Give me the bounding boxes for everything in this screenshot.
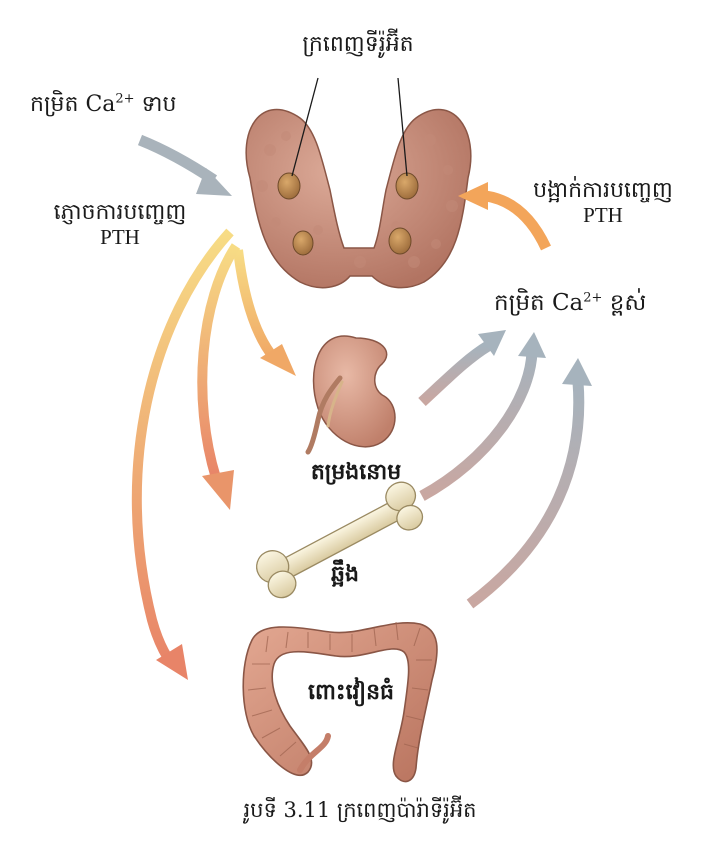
kidney — [305, 335, 396, 455]
high-calcium-suffix: ខ្ពស់ — [602, 290, 647, 316]
intestine-label-text: ពោះវៀនធំ — [307, 679, 395, 705]
arrow-intestine-to-high-ca — [466, 358, 592, 609]
high-calcium-prefix: កម្រិត Ca — [494, 290, 584, 316]
stimulate-pth-line1: ភ្ញោចការបញ្ចេញ — [53, 200, 187, 225]
inhibit-pth-line2: PTH — [583, 203, 623, 228]
parathyroid-label-text: ក្រពេញទីរ៉ូអ៊ីត — [302, 32, 414, 57]
parathyroid-gland — [395, 172, 419, 200]
parathyroid-gland — [277, 172, 301, 200]
inhibit-pth-label: បង្អាក់ការបញ្ចេញ PTH — [508, 178, 698, 227]
large-intestine — [242, 621, 438, 783]
pointer-line — [397, 77, 408, 177]
stimulate-pth-line2: PTH — [100, 225, 140, 250]
arrow-inhibit-pth — [458, 182, 551, 251]
inhibit-pth-line1: បង្អាក់ការបញ្ចេញ — [533, 178, 673, 203]
figure-caption-text: រូបទី 3.11 ក្រពេញប៉ារ៉ាទីរ៉ូអ៊ីត — [243, 798, 477, 822]
high-calcium-label: កម្រិត Ca2+ ខ្ពស់ — [494, 290, 646, 316]
arrow-pth-to-kidney — [233, 249, 296, 376]
arrow-kidney-to-high-ca — [418, 330, 506, 407]
figure-caption: រូបទី 3.11 ក្រពេញប៉ារ៉ាទីរ៉ូអ៊ីត — [160, 798, 560, 822]
bone — [256, 481, 424, 599]
high-calcium-superscript: 2+ — [583, 290, 603, 306]
low-calcium-label: កម្រិត Ca2+ ទាប — [30, 92, 176, 117]
stimulate-pth-label: ភ្ញោចការបញ្ចេញ PTH — [20, 200, 220, 249]
pointer-line — [291, 77, 319, 177]
parathyroid-gland — [292, 230, 314, 256]
arrow-low-ca-to-gland — [137, 134, 232, 196]
parathyroid-gland — [388, 227, 412, 255]
arrow-bone-to-high-ca — [419, 332, 546, 501]
arrow-pth-to-bone — [197, 243, 241, 510]
bone-label-text: ឆ្អឹង — [331, 561, 359, 587]
low-calcium-prefix: កម្រិត Ca — [30, 92, 116, 117]
low-calcium-superscript: 2+ — [115, 91, 135, 107]
low-calcium-suffix: ទាប — [134, 92, 177, 117]
kidney-label: តម្រងនោម — [286, 459, 426, 485]
kidney-label-text: តម្រងនោម — [310, 459, 402, 485]
intestine-label: ពោះវៀនធំ — [286, 679, 416, 705]
parathyroid-label: ក្រពេញទីរ៉ូអ៊ីត — [268, 32, 448, 57]
bone-label: ឆ្អឹង — [300, 561, 390, 587]
arrow-pth-to-intestine — [131, 228, 234, 680]
thyroid-gland — [245, 108, 472, 289]
